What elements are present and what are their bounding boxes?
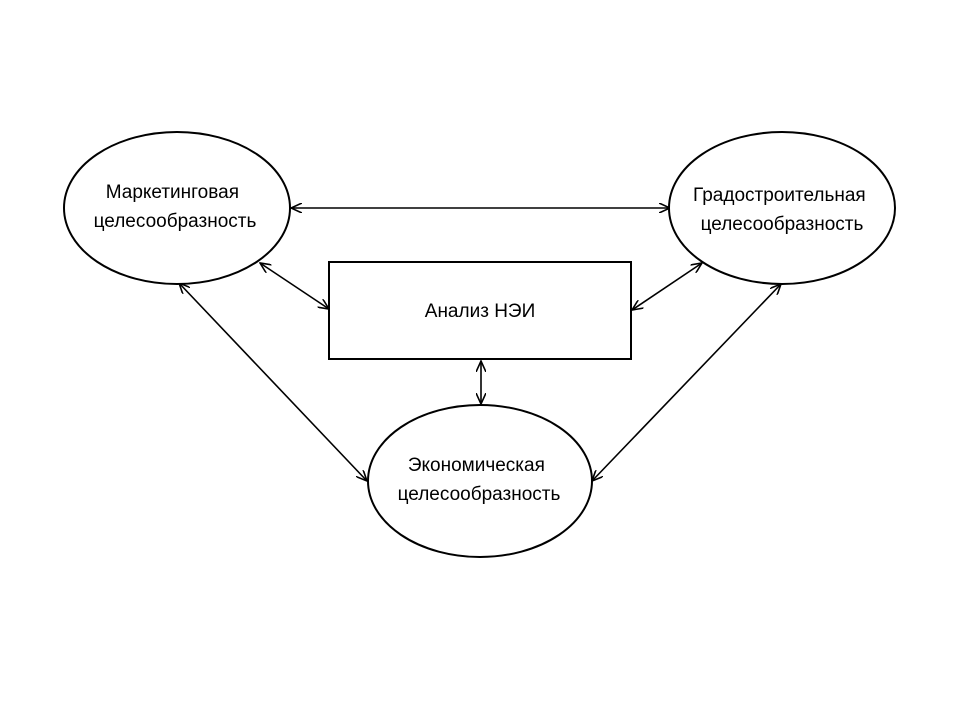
node-urban: Градостроительная целесообразность [668, 131, 896, 285]
edge-marketing-analysis [260, 263, 329, 309]
node-urban-line1: Градостроительная [693, 185, 866, 206]
node-urban-label: Градостроительная целесообразность [693, 185, 871, 235]
node-economic-ellipse [367, 404, 593, 558]
edge-urban-economic [592, 284, 781, 481]
node-marketing: Маркетинговая целесообразность [63, 131, 291, 285]
node-economic-line1: Экономическая [408, 455, 545, 476]
node-marketing-line2: целесообразность [94, 211, 257, 232]
edges [179, 208, 781, 481]
node-urban-ellipse [668, 131, 896, 285]
node-marketing-line1: Маркетинговая [106, 182, 239, 203]
edge-marketing-economic [179, 283, 367, 481]
node-analysis: Анализ НЭИ [328, 261, 632, 360]
node-economic-label: Экономическая целесообразность [398, 455, 561, 505]
edge-urban-analysis [632, 263, 702, 310]
node-analysis-label: Анализ НЭИ [425, 301, 535, 322]
node-economic-line2: целесообразность [398, 484, 561, 505]
node-economic: Экономическая целесообразность [367, 404, 593, 558]
node-urban-line2: целесообразность [701, 214, 864, 235]
node-analysis-box [328, 261, 632, 360]
node-marketing-label: Маркетинговая целесообразность [94, 182, 257, 232]
node-marketing-ellipse [63, 131, 291, 285]
